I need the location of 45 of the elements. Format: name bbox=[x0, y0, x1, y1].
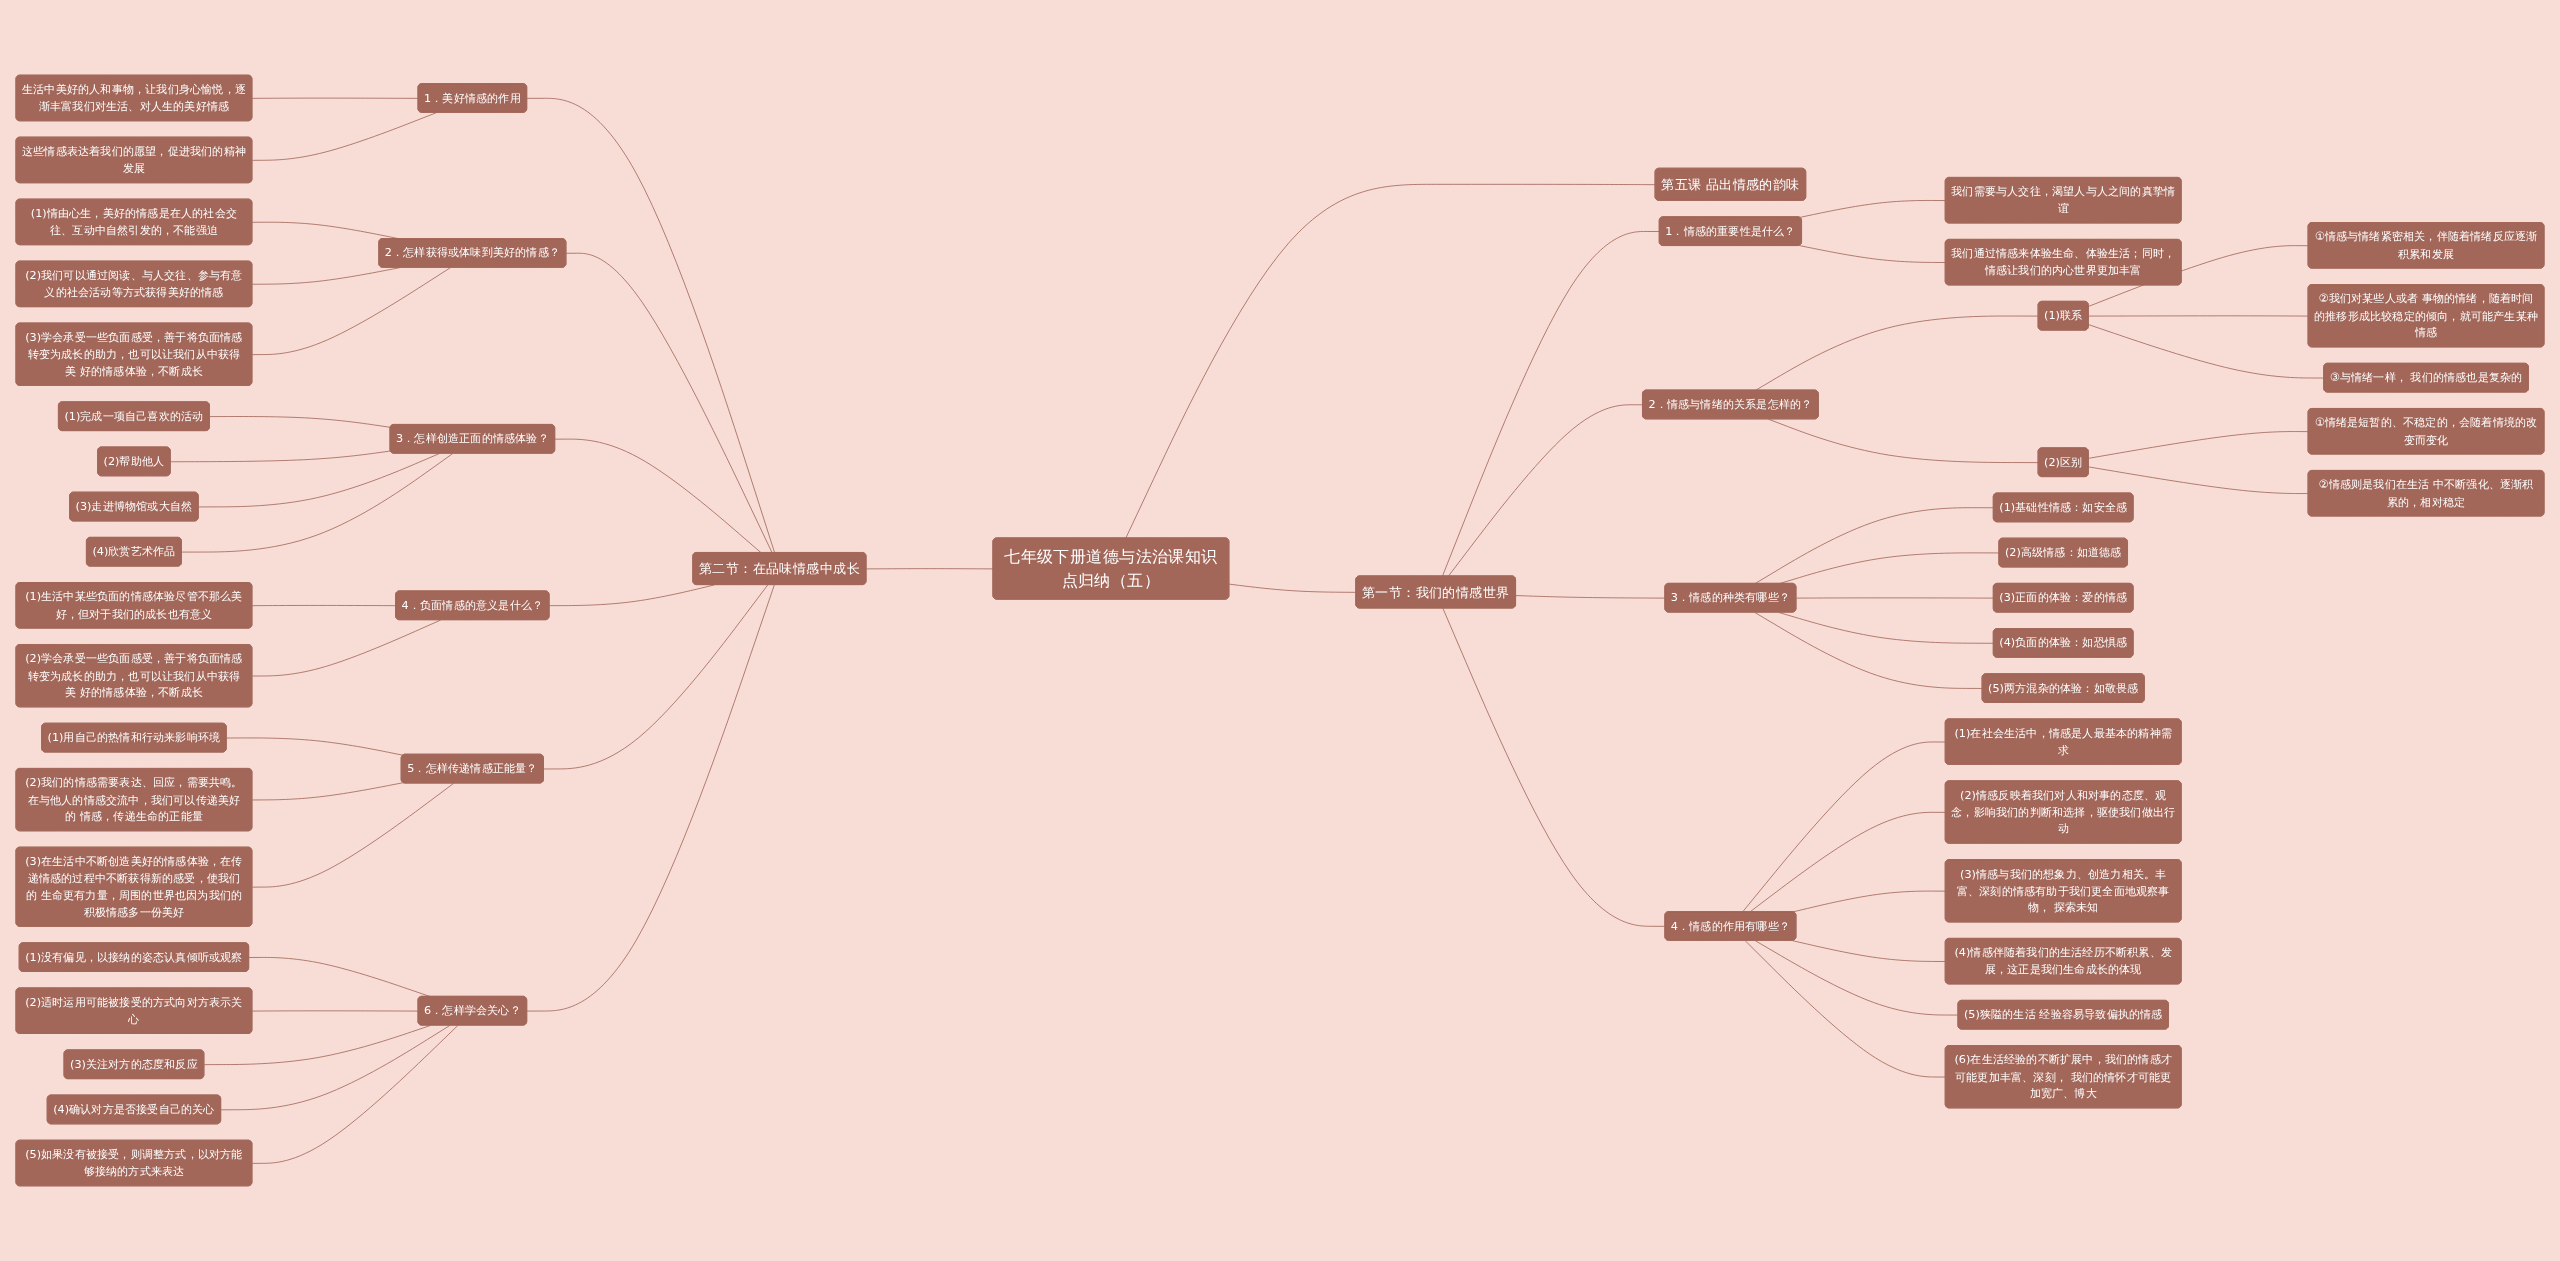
connector bbox=[251, 97, 419, 99]
connector bbox=[1754, 315, 2039, 391]
connector bbox=[181, 453, 454, 553]
connector bbox=[220, 1025, 451, 1111]
connector bbox=[2088, 315, 2309, 317]
connector bbox=[251, 1010, 419, 1012]
connector bbox=[1768, 418, 2039, 463]
connector bbox=[198, 453, 440, 508]
connector bbox=[2088, 466, 2309, 494]
connector bbox=[1792, 940, 1946, 962]
connector bbox=[2088, 324, 2325, 379]
connector bbox=[170, 450, 391, 463]
connector bbox=[1754, 507, 1995, 585]
connector bbox=[251, 1025, 459, 1164]
connector bbox=[1754, 612, 1983, 689]
connector bbox=[1792, 890, 1946, 913]
connector bbox=[526, 97, 776, 554]
connector bbox=[526, 584, 775, 1012]
connector bbox=[1799, 200, 1946, 218]
connector bbox=[209, 416, 391, 428]
connector bbox=[1228, 583, 1357, 593]
connector bbox=[1754, 940, 1959, 1016]
connector bbox=[1749, 811, 1946, 913]
connector bbox=[1799, 245, 1946, 263]
connector bbox=[543, 584, 769, 770]
connector bbox=[251, 619, 442, 677]
connector bbox=[251, 112, 437, 161]
connector bbox=[1125, 183, 1656, 539]
connector bbox=[554, 438, 762, 554]
connector bbox=[565, 252, 773, 554]
connector bbox=[1744, 940, 1946, 1078]
connector bbox=[1442, 608, 1666, 927]
connector bbox=[1795, 597, 1995, 599]
connector bbox=[251, 782, 404, 801]
connector bbox=[251, 605, 397, 607]
connector bbox=[1442, 231, 1661, 577]
connector bbox=[866, 568, 994, 570]
connector bbox=[1742, 741, 1946, 913]
connector bbox=[226, 737, 404, 756]
connector bbox=[251, 267, 451, 355]
connector bbox=[2088, 431, 2309, 459]
connector bbox=[1447, 404, 1644, 577]
connector bbox=[549, 584, 715, 607]
connector bbox=[251, 783, 454, 888]
connector bbox=[1515, 595, 1666, 599]
